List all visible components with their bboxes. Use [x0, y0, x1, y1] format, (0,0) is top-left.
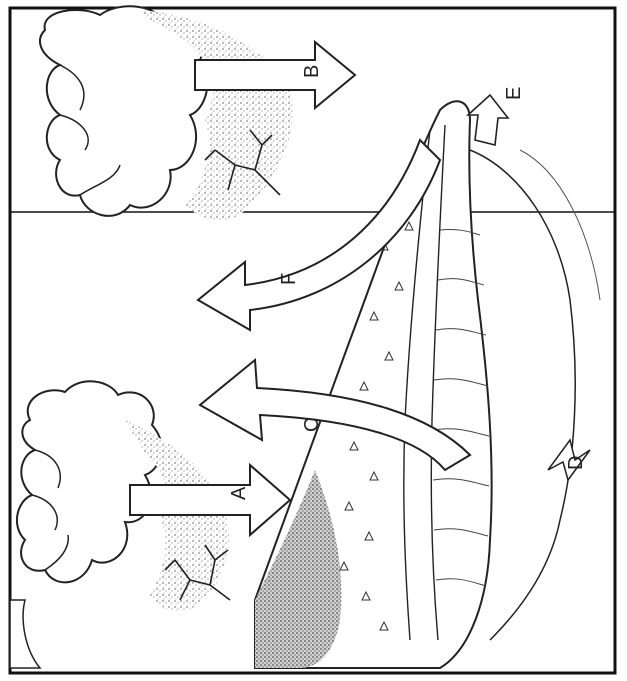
- label-a: A: [228, 486, 250, 500]
- label-c: C: [301, 418, 323, 432]
- lower-tissue-lobes: [10, 381, 230, 668]
- arrow-e: [468, 95, 508, 145]
- label-b: B: [301, 65, 323, 78]
- label-f: F: [278, 273, 300, 285]
- label-e: E: [503, 87, 525, 100]
- label-d: D: [565, 456, 587, 470]
- upper-tissue-lobes: [40, 6, 293, 220]
